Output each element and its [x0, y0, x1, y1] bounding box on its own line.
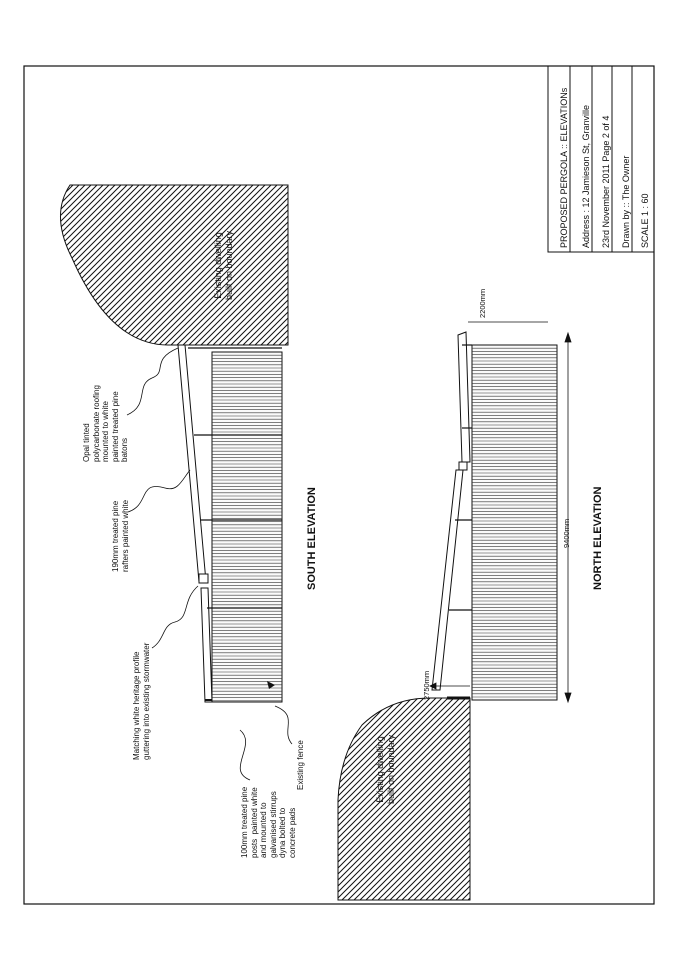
north-posts	[449, 344, 472, 611]
title-block	[547, 65, 655, 253]
rafters-note: 190mm treated pine rafters painted white	[111, 499, 130, 572]
north-dwelling-hatch	[337, 697, 471, 901]
date-page: 23rd November 2011 Page 2 of 4	[601, 115, 611, 248]
south-gutter	[198, 573, 209, 584]
dim-9400: 9400mm	[562, 518, 571, 548]
north-fence	[471, 344, 558, 701]
dim-2750: 2750mm	[422, 670, 431, 700]
scale: SCALE 1 : 60	[640, 193, 650, 248]
south-roof-upper	[177, 344, 207, 583]
north-roof-upper	[457, 331, 471, 463]
north-dimension-lines	[429, 321, 572, 704]
drawn-by: Drawn by :: The Owner	[621, 155, 631, 248]
north-gutter	[458, 461, 468, 471]
roofing-note: Opal tinted polycarbonate roofing mounte…	[82, 385, 130, 462]
north-elevation	[337, 321, 572, 901]
south-leader-lines	[126, 347, 293, 781]
fence-note: Existing fence	[296, 740, 305, 790]
south-fence	[211, 351, 283, 703]
south-elevation	[60, 184, 293, 781]
south-posts	[188, 347, 282, 609]
south-dwelling-hatch	[60, 184, 289, 346]
guttering-note: Matching white heritage profile gutterin…	[132, 642, 151, 760]
project-title: PROPOSED PERGOLA :: ELEVATIONs	[559, 87, 569, 248]
south-dwelling-label: Existing dwelling built on boundary	[213, 230, 234, 300]
south-roof-lower	[200, 587, 213, 703]
north-roof-lower	[431, 469, 464, 691]
dim-2200: 2200mm	[478, 288, 487, 318]
south-elevation-title: SOUTH ELEVATION	[306, 487, 318, 590]
posts-note: 100mm treated pine posts painted white a…	[240, 786, 297, 858]
north-dwelling-label: Existing dwelling built on boundary	[375, 734, 396, 804]
address: Address : 12 Jamieson St, Granville	[581, 104, 591, 248]
north-elevation-title: NORTH ELEVATION	[592, 486, 604, 590]
sheet-border	[23, 65, 655, 905]
